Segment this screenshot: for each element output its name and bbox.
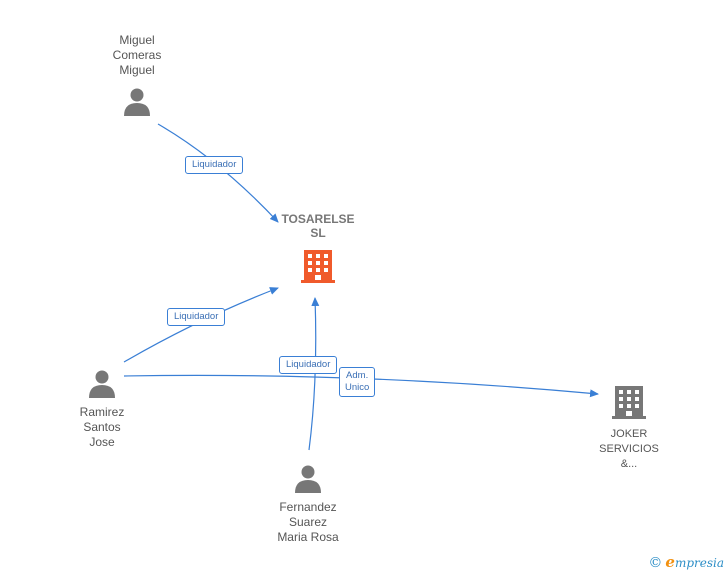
building-icon	[612, 386, 646, 419]
person-ramirez-santos-jose[interactable]: Ramirez Santos Jose	[57, 368, 147, 450]
company-joker-servicios[interactable]: JOKER SERVICIOS &...	[584, 384, 674, 472]
person-name: Fernandez Suarez Maria Rosa	[277, 500, 339, 544]
brand-logo-text: mpresia	[674, 556, 724, 570]
building-icon	[301, 250, 335, 283]
company-name: TOSARELSE SL	[281, 212, 355, 240]
edge-label-ramirez-adm-unico[interactable]: Adm. Unico	[339, 367, 376, 397]
person-icon	[124, 88, 150, 116]
edge-fernandez-tosarelse	[308, 297, 320, 451]
person-miguel-comeras-miguel[interactable]: Miguel Comeras Miguel	[92, 33, 182, 121]
person-name: Miguel Comeras Miguel	[112, 33, 162, 77]
edge-label-fernandez-liquidador[interactable]: Liquidador	[279, 356, 338, 374]
copyright-symbol: ©	[648, 555, 663, 571]
person-icon	[89, 370, 115, 398]
company-tosarelse-sl[interactable]: TOSARELSE SL	[268, 212, 368, 289]
person-icon	[295, 465, 321, 493]
company-name: JOKER SERVICIOS &...	[599, 428, 659, 470]
brand-logo-initial: e	[665, 553, 675, 571]
person-name: Ramirez Santos Jose	[79, 405, 125, 449]
edge-label-miguel-liquidador[interactable]: Liquidador	[185, 156, 244, 174]
edge-label-ramirez-liquidador[interactable]: Liquidador	[167, 308, 226, 326]
person-fernandez-suarez-maria-rosa[interactable]: Fernandez Suarez Maria Rosa	[258, 463, 358, 545]
brand-footer: ©empresia	[648, 553, 724, 571]
